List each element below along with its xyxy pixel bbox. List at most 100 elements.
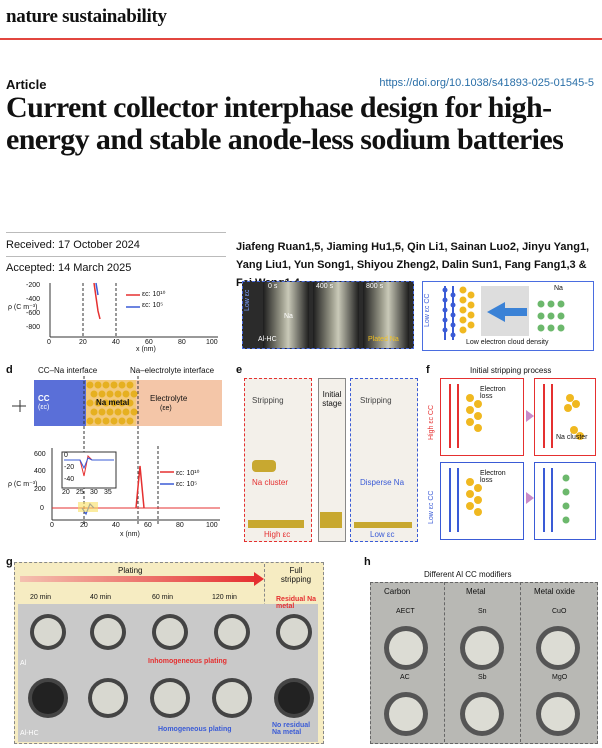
na-atom	[118, 399, 126, 407]
na-atom	[122, 390, 130, 398]
xtick: 80	[178, 339, 186, 346]
row-label-al-hc: Al-HC	[20, 730, 39, 737]
na-atom	[94, 381, 102, 389]
na-atom	[126, 399, 134, 407]
ytick: 400	[34, 468, 46, 475]
na-atom	[94, 399, 102, 407]
modifier-label: Sb	[478, 674, 487, 681]
column-label: Carbon	[384, 587, 411, 596]
inset-xtick: 35	[104, 489, 112, 496]
coin-cell-grid	[28, 614, 314, 718]
initial-process-label: Initial stripping process	[470, 366, 552, 375]
na-atom	[86, 399, 94, 407]
xtick: 80	[176, 522, 184, 529]
initial-stage-label: Initial stage	[322, 390, 342, 408]
na-electrolyte-interface-label: Na–electrolyte interface	[130, 366, 215, 375]
ytick: -800	[26, 324, 41, 331]
panel-label-f: f	[426, 364, 430, 376]
full-stripping-label: Full stripping	[280, 566, 312, 584]
inset-xtick: 20	[62, 489, 70, 496]
plating-label: Plating	[118, 566, 143, 575]
na-atom	[114, 408, 122, 416]
doi-link[interactable]: https://doi.org/10.1038/s41893-025-01545…	[379, 77, 594, 89]
al-hc-label: Al-HC	[258, 336, 277, 343]
na-atom	[126, 417, 134, 425]
time-label: 20 min	[30, 594, 52, 601]
na-atom	[130, 390, 138, 398]
xtick: 60	[144, 522, 152, 529]
ytick: 0	[40, 505, 44, 512]
xtick: 100	[206, 339, 218, 346]
modifier-label: Sn	[478, 608, 487, 615]
plating-arrow	[20, 576, 256, 582]
panel-d-figure	[12, 376, 222, 526]
panel-label-e: e	[236, 364, 243, 376]
panel-f-figure	[449, 384, 584, 532]
in-situ-microscopy	[242, 281, 414, 349]
low-ec-cc-diagram	[440, 462, 524, 540]
na-atom	[102, 381, 110, 389]
column-label: Metal	[466, 587, 486, 596]
na-label: Na	[554, 285, 563, 292]
cc-sub-label: (εc)	[38, 404, 50, 411]
xtick: 60	[145, 339, 153, 346]
dates-divider-mid	[6, 256, 226, 257]
low-ec-cc-label: Low εc CC	[424, 293, 431, 327]
inhomogeneous-label: Inhomogeneous plating	[148, 658, 227, 665]
na-cluster-label: Na cluster	[252, 478, 289, 487]
high-ec-label: High εc	[264, 530, 291, 539]
modifier-label: CuO	[552, 608, 567, 615]
na-atom	[86, 381, 94, 389]
low-ec-label: Low εc	[370, 530, 395, 539]
na-atom	[98, 390, 106, 398]
time-label: 120 min	[212, 594, 237, 601]
na-atom	[126, 381, 134, 389]
y-axis-label: ρ (C m⁻³)	[8, 304, 38, 311]
na-atom	[118, 381, 126, 389]
panel-label-h: h	[364, 556, 371, 568]
na-atom	[98, 408, 106, 416]
journal-name[interactable]: nature sustainability	[6, 6, 167, 27]
panel-label-g: g	[6, 556, 13, 568]
legend-high: εc: 10¹⁰	[142, 291, 166, 298]
na-cluster-label: Na cluster	[556, 434, 588, 441]
residual-label: Residual Na metal	[276, 596, 317, 610]
na-atom	[114, 390, 122, 398]
no-residual-label: No residual Na metal	[272, 722, 311, 736]
na-atom	[122, 408, 130, 416]
panel-label-d: d	[6, 364, 13, 376]
na-atom	[106, 408, 114, 416]
row-label-al: Al	[20, 660, 27, 667]
ytick: -600	[26, 310, 41, 317]
xtick: 0	[47, 339, 51, 346]
top-figure-strip: -200 -400 -600 -800 ρ (C m⁻³) εc: 10¹⁰ ε…	[6, 281, 596, 353]
time-label: 400 s	[316, 283, 334, 290]
xtick: 40	[112, 522, 120, 529]
electron-loss-label-1: Electron loss	[480, 386, 506, 400]
xtick: 40	[112, 339, 120, 346]
modifier-label: AC	[400, 674, 410, 681]
electron-loss-label-2: Electron loss	[480, 470, 506, 484]
ytick: -200	[26, 282, 41, 289]
modifier-coin-cells	[384, 626, 580, 736]
na-atom	[102, 417, 110, 425]
dates-divider-top	[6, 232, 226, 233]
accepted-date: Accepted: 14 March 2025	[6, 262, 132, 274]
modifiers-header: Different Al CC modifiers	[424, 570, 512, 579]
high-ec-cc-label: High εc CC	[428, 404, 435, 440]
inset-xtick: 25	[76, 489, 84, 496]
inset-ytick: -40	[64, 476, 75, 483]
time-label: 800 s	[366, 283, 384, 290]
modifier-label: AECT	[396, 608, 415, 615]
plating-arrow-head	[254, 572, 264, 586]
low-ec-cc-label: Low εc CC	[428, 490, 435, 524]
electron-density-diagram	[422, 281, 594, 351]
na-label: Na	[284, 313, 293, 320]
high-ec-cc-diagram	[440, 378, 524, 456]
y-axis-label: ρ (C m⁻³)	[8, 481, 38, 488]
low-ec-simulation	[350, 378, 418, 542]
na-atom	[90, 408, 98, 416]
time-label: 60 min	[152, 594, 174, 601]
na-atom	[90, 390, 98, 398]
na-atom	[110, 381, 118, 389]
